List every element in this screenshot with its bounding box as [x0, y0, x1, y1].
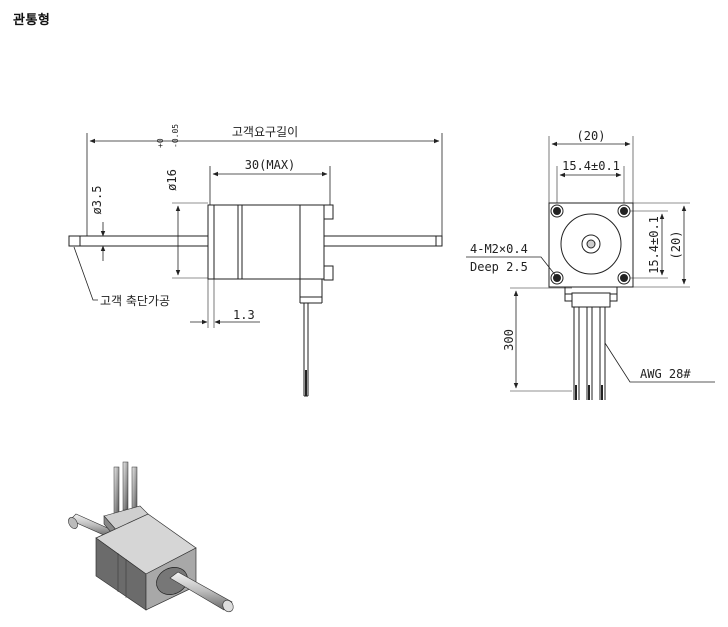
page-title: 관통형 — [13, 13, 51, 28]
body-length-label: 30(MAX) — [245, 158, 296, 172]
pilot-tolerance-lower: -0.05 — [171, 124, 180, 148]
overall-length-label: 고객요구길이 — [232, 125, 298, 139]
pilot-diameter-label: ø16 — [165, 169, 179, 191]
hole-pitch-h-label: 15.4±0.1 — [562, 159, 620, 173]
hole-pitch-v-label: 15.4±0.1 — [647, 216, 661, 274]
mount-hole — [620, 207, 628, 215]
mount-depth-label: Deep 2.5 — [470, 260, 528, 274]
connector — [299, 278, 323, 298]
side-view — [466, 136, 715, 400]
mount-hole — [620, 274, 628, 282]
wire-gauge-label: AWG 28# — [640, 367, 691, 381]
isometric-motor-render — [68, 461, 234, 613]
pilot-tolerance-upper: +0 — [156, 138, 165, 148]
motor-front-flange — [207, 204, 239, 280]
motor-body — [237, 204, 325, 280]
shaft-machining-label: 고객 축단가공 — [100, 294, 170, 308]
shaft-diameter-label: ø3.5 — [90, 186, 104, 215]
mount-holes-label: 4-M2×0.4 — [470, 242, 528, 256]
lead-length-label: 300 — [502, 329, 516, 351]
width-label: (20) — [577, 129, 606, 143]
offset-label: 1.3 — [233, 308, 255, 322]
height-label: (20) — [669, 231, 683, 260]
front-view — [68, 133, 443, 397]
pilot-circle — [560, 213, 622, 275]
mount-hole — [553, 207, 561, 215]
mount-hole — [553, 274, 561, 282]
